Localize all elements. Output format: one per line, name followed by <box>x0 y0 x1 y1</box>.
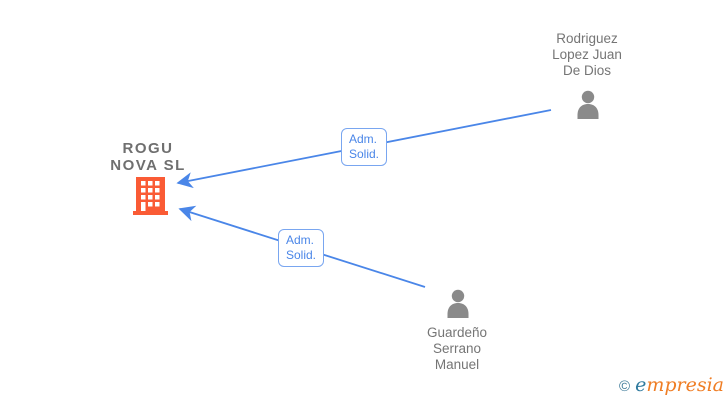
person-name-line: Manuel <box>434 357 480 372</box>
person-name-line: Guardeño <box>426 325 488 340</box>
person-name-guardeno-serrano-manuel[interactable]: Guardeño Serrano Manuel <box>395 325 519 373</box>
company-name-line: ROGU <box>122 140 174 157</box>
company-name-rogu-nova-sl[interactable]: ROGU NOVA SL <box>88 140 208 174</box>
person-name-line: Lopez Juan <box>552 47 622 62</box>
copyright-icon: © <box>619 378 631 395</box>
brand-letter-e: e <box>635 374 647 396</box>
person-icon-guardeno[interactable] <box>443 288 473 318</box>
person-name-line: De Dios <box>562 63 611 78</box>
person-name-line: Rodriguez <box>556 31 618 46</box>
person-name-rodriguez-lopez-juan-de-dios[interactable]: Rodriguez Lopez Juan De Dios <box>525 31 649 79</box>
building-icon[interactable] <box>133 177 168 215</box>
empresia-logo[interactable]: © empresia <box>619 374 724 396</box>
brand-text: mpresia <box>646 374 724 396</box>
person-icon-rodriguez[interactable] <box>573 89 603 119</box>
company-name-line: NOVA SL <box>110 157 186 174</box>
person-name-line: Serrano <box>432 341 482 356</box>
edge-label-adm-solid-2: Adm. Solid. <box>278 229 325 267</box>
edge-label-adm-solid-1: Adm. Solid. <box>341 128 388 166</box>
